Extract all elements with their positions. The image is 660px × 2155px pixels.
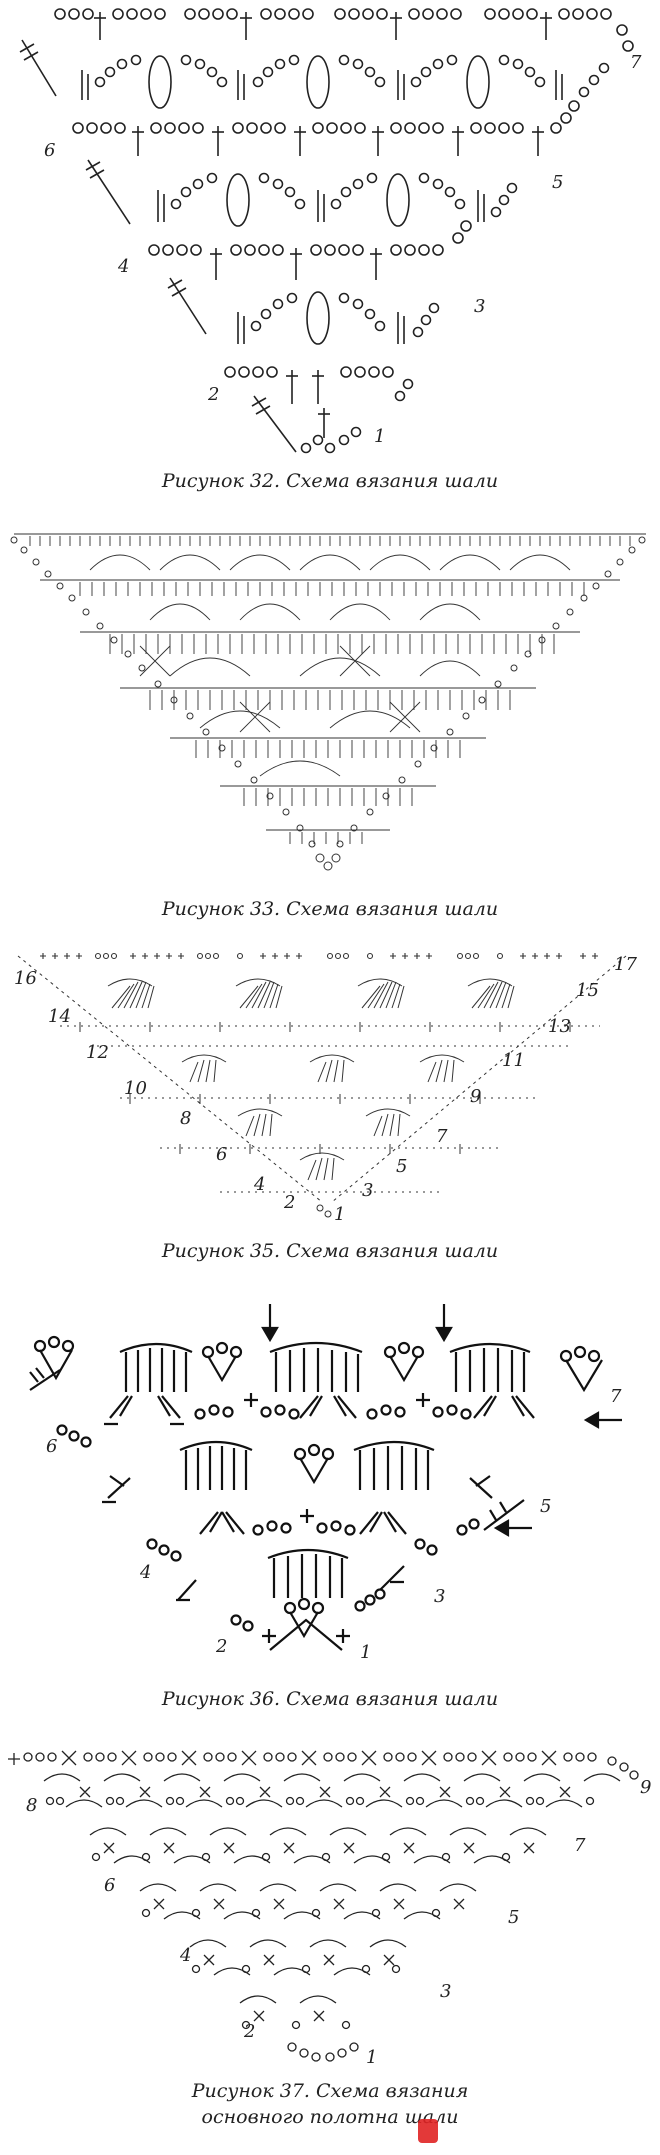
fig32-row-number-2: 2 bbox=[208, 384, 220, 405]
figure-36: 7 6 5 4 3 2 1 bbox=[0, 1290, 660, 1670]
figure-37-caption: Рисунок 37. Схема вязания bbox=[191, 2080, 469, 2102]
figure-35-diagram bbox=[17, 952, 627, 1218]
fig32-row-number-7: 7 bbox=[630, 52, 642, 73]
fig35-row-number-3: 3 bbox=[362, 1180, 374, 1201]
fig35-row-number-13: 13 bbox=[548, 1016, 571, 1037]
fig33-vertical-stitches bbox=[29, 536, 631, 844]
fig32-row-number-1: 1 bbox=[374, 426, 386, 447]
fig36-row-number-7: 7 bbox=[610, 1386, 622, 1407]
fig37-row-number-4: 4 bbox=[180, 1945, 192, 1966]
fig35-row-number-17: 17 bbox=[614, 954, 637, 975]
fig35-row-number-1: 1 bbox=[334, 1204, 346, 1225]
figure-35-caption: Рисунок 35. Схема вязания шали bbox=[161, 1240, 499, 1262]
fig36-mid-fans bbox=[102, 1440, 525, 1536]
fig37-rows bbox=[43, 1773, 621, 2004]
watermark-logo-icon bbox=[418, 2119, 438, 2143]
figure-33-caption: Рисунок 33. Схема вязания шали bbox=[161, 898, 499, 920]
fig35-row-number-11: 11 bbox=[502, 1050, 525, 1071]
figure-33-diagram bbox=[10, 533, 646, 871]
fig36-row4 bbox=[146, 1509, 438, 1562]
figure-37-diagram bbox=[8, 1750, 639, 2062]
fig37-row-number-2: 2 bbox=[244, 2021, 256, 2042]
fig32-row-number-5: 5 bbox=[552, 172, 564, 193]
figure-37: 9 8 7 6 5 4 3 2 1 bbox=[0, 1735, 660, 2075]
fig35-row-number-15: 15 bbox=[576, 980, 599, 1001]
figure-32-caption: Рисунок 32. Схема вязания шали bbox=[161, 470, 499, 492]
watermark: postila.ru bbox=[504, 2119, 650, 2149]
fig35-row-number-10: 10 bbox=[124, 1078, 147, 1099]
fig36-arrows bbox=[261, 1304, 622, 1537]
fig35-fans bbox=[107, 978, 515, 1181]
fig36-row-number-4: 4 bbox=[140, 1562, 152, 1583]
fig36-row-number-6: 6 bbox=[46, 1436, 58, 1457]
figure-33 bbox=[0, 520, 660, 890]
fig37-row-number-7: 7 bbox=[574, 1835, 586, 1856]
fig37-crosses bbox=[79, 1786, 571, 2022]
fig35-mid-rows bbox=[60, 1022, 600, 1193]
fig35-top-row bbox=[40, 952, 598, 960]
fig33-right-edge bbox=[336, 536, 646, 848]
fig37-row9 bbox=[8, 1750, 639, 1780]
fig36-picots bbox=[33, 1335, 603, 1393]
fig35-row-number-7: 7 bbox=[436, 1126, 448, 1147]
fig32-row-number-4: 4 bbox=[118, 256, 130, 277]
fig37-row-number-8: 8 bbox=[26, 1795, 38, 1816]
fig36-row-number-1: 1 bbox=[360, 1642, 372, 1663]
fig36-bottom bbox=[262, 1597, 350, 1651]
fig35-row-number-5: 5 bbox=[396, 1156, 408, 1177]
fig37-row-number-6: 6 bbox=[104, 1875, 116, 1896]
fig35-row-number-9: 9 bbox=[470, 1086, 482, 1107]
fig36-top-fans bbox=[119, 1341, 531, 1392]
fig35-row-number-6: 6 bbox=[216, 1144, 228, 1165]
fig33-fan-motifs bbox=[89, 554, 571, 777]
fig37-row-number-5: 5 bbox=[508, 1907, 520, 1928]
fig35-row-number-8: 8 bbox=[180, 1108, 192, 1129]
fig35-row-number-12: 12 bbox=[86, 1042, 109, 1063]
fig32-row7-chains bbox=[54, 8, 634, 52]
fig35-row-number-16: 16 bbox=[14, 968, 37, 989]
fig37-row-number-3: 3 bbox=[440, 1981, 452, 2002]
figure-36-diagram bbox=[29, 1304, 622, 1651]
fig32-row-number-6: 6 bbox=[44, 140, 56, 161]
fig33-stitch-bands bbox=[14, 533, 646, 831]
fig32-row-number-3: 3 bbox=[474, 296, 486, 317]
fig37-row-number-9: 9 bbox=[640, 1777, 652, 1798]
figure-32-diagram bbox=[19, 8, 634, 454]
fig36-row6 bbox=[29, 1367, 535, 1448]
figure-32: 7 6 5 4 3 2 1 bbox=[0, 0, 660, 460]
figure-36-caption: Рисунок 36. Схема вязания шали bbox=[161, 1688, 499, 1710]
fig35-row-number-2: 2 bbox=[284, 1192, 296, 1213]
fig35-row-number-4: 4 bbox=[254, 1174, 266, 1195]
figure-35: 17 16 15 14 13 12 11 10 9 8 7 6 5 4 3 2 … bbox=[0, 930, 660, 1230]
fig37-row-number-1: 1 bbox=[366, 2047, 378, 2068]
fig36-row-number-2: 2 bbox=[216, 1636, 228, 1657]
figure-37-caption-line2: основного полотна шали bbox=[201, 2106, 459, 2128]
fig37-chains bbox=[45, 1796, 595, 2062]
fig36-row-number-5: 5 bbox=[540, 1496, 552, 1517]
fig35-row-number-14: 14 bbox=[48, 1006, 71, 1027]
fig36-row3-fan bbox=[176, 1548, 405, 1632]
fig36-row-number-3: 3 bbox=[434, 1586, 446, 1607]
fig33-left-edge bbox=[10, 536, 316, 848]
